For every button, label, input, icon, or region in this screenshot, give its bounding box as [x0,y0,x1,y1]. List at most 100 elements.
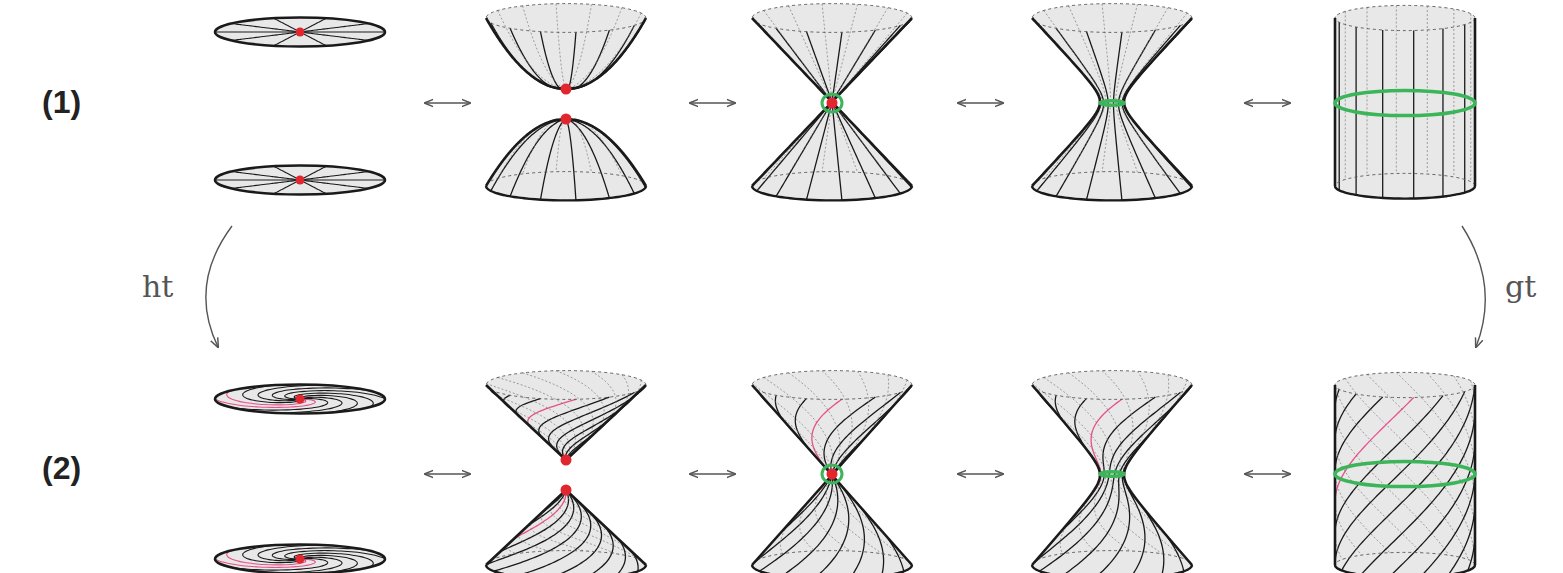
surface [486,490,646,573]
double-arrow [958,102,1003,103]
meridian-line [1102,371,1139,502]
singular-point [827,98,838,109]
meridian-line [1040,386,1192,571]
meridian-line [486,119,566,185]
meridian-line [1094,439,1146,573]
meridian-line [566,19,646,89]
surface [486,118,646,200]
meridian-line [1123,13,1187,181]
meridian-line [491,119,566,191]
meridian-line [539,397,610,446]
meridian-line [486,384,575,460]
double-arrow [425,102,470,103]
surface [1335,5,1475,198]
singular-point [561,84,572,95]
double-arrow [690,473,735,474]
meridian-line [498,377,584,458]
disk [215,166,385,195]
meridian-line [491,23,566,89]
meridian-line [498,119,566,179]
meridian-line [1044,10,1102,178]
meridian-line [566,30,609,89]
disk [215,545,385,573]
meridian-line [808,399,842,502]
meridian-line [541,119,566,200]
meridian-line [556,118,566,171]
vanishing-cycle [1335,90,1475,115]
meridian-line [1102,4,1110,172]
vanishing-cycle [822,465,842,483]
map-arrow [1462,226,1485,347]
meridian-line [1075,399,1099,469]
double-arrow [1245,102,1290,103]
meridian-line [757,23,832,191]
meridian-line [566,26,634,89]
meridian-line [591,371,616,419]
meridian-line [814,439,864,573]
meridian-line [1335,392,1465,563]
meridian-line [1139,502,1164,573]
vanishing-cycle [1335,461,1475,486]
meridian-line [1335,394,1356,439]
meridian-line [1085,399,1122,502]
meridian-line [566,8,622,89]
meridian-line [528,399,576,433]
double-arrow [958,473,1003,474]
disk [215,385,385,414]
double-arrow [425,473,470,474]
row-label: (2) [42,452,81,484]
double-arrow [1245,473,1290,474]
meridian-line [1361,409,1475,573]
surface [1335,372,1475,573]
meridian-line [1367,374,1475,531]
meridian-line [1079,469,1100,551]
singular-point [827,469,838,480]
surface [752,371,912,573]
meridian-line [822,371,856,502]
meridian-line [566,119,646,187]
meridian-line [1062,409,1172,573]
meridian-line [541,32,566,90]
meridian-line [1125,371,1149,469]
surface [486,4,646,90]
meridian-line [523,6,566,89]
disk [215,18,385,47]
meridian-line [1335,502,1362,555]
vanishing-cycle [1100,472,1124,476]
meridian-line [1335,439,1421,553]
meridian-line [1044,377,1190,561]
double-arrow [690,102,735,103]
meridian-line [832,19,912,187]
surface [1032,371,1192,573]
meridian-line [566,32,576,89]
surface [1032,4,1192,201]
meridian-line [566,118,591,172]
meridian-line [864,375,889,439]
meridian-line [837,371,868,469]
meridian-line [516,500,591,573]
meridian-line [781,397,875,532]
singular-point [561,114,572,125]
meridian-line [583,525,613,573]
meridian-line [523,119,566,174]
map-label: ht [142,272,173,302]
meridian-line [1342,386,1475,570]
meridian-line [556,4,566,89]
meridian-line [1037,23,1101,191]
meridian-line [832,13,907,181]
map-arrow [206,226,232,347]
meridian-line [1119,30,1156,198]
meridian-line [800,439,850,551]
row-label: (1) [42,86,81,118]
meridian-line [566,13,641,89]
meridian-line [1427,373,1475,469]
meridian-line [782,409,891,573]
meridian-line [822,4,832,172]
meridian-line [1146,375,1169,439]
map-label: gt [1505,272,1536,302]
meridian-line [1335,396,1443,533]
meridian-line [551,490,639,559]
meridian-line [1069,373,1164,532]
singular-point [561,455,572,466]
meridian-line [832,26,900,194]
